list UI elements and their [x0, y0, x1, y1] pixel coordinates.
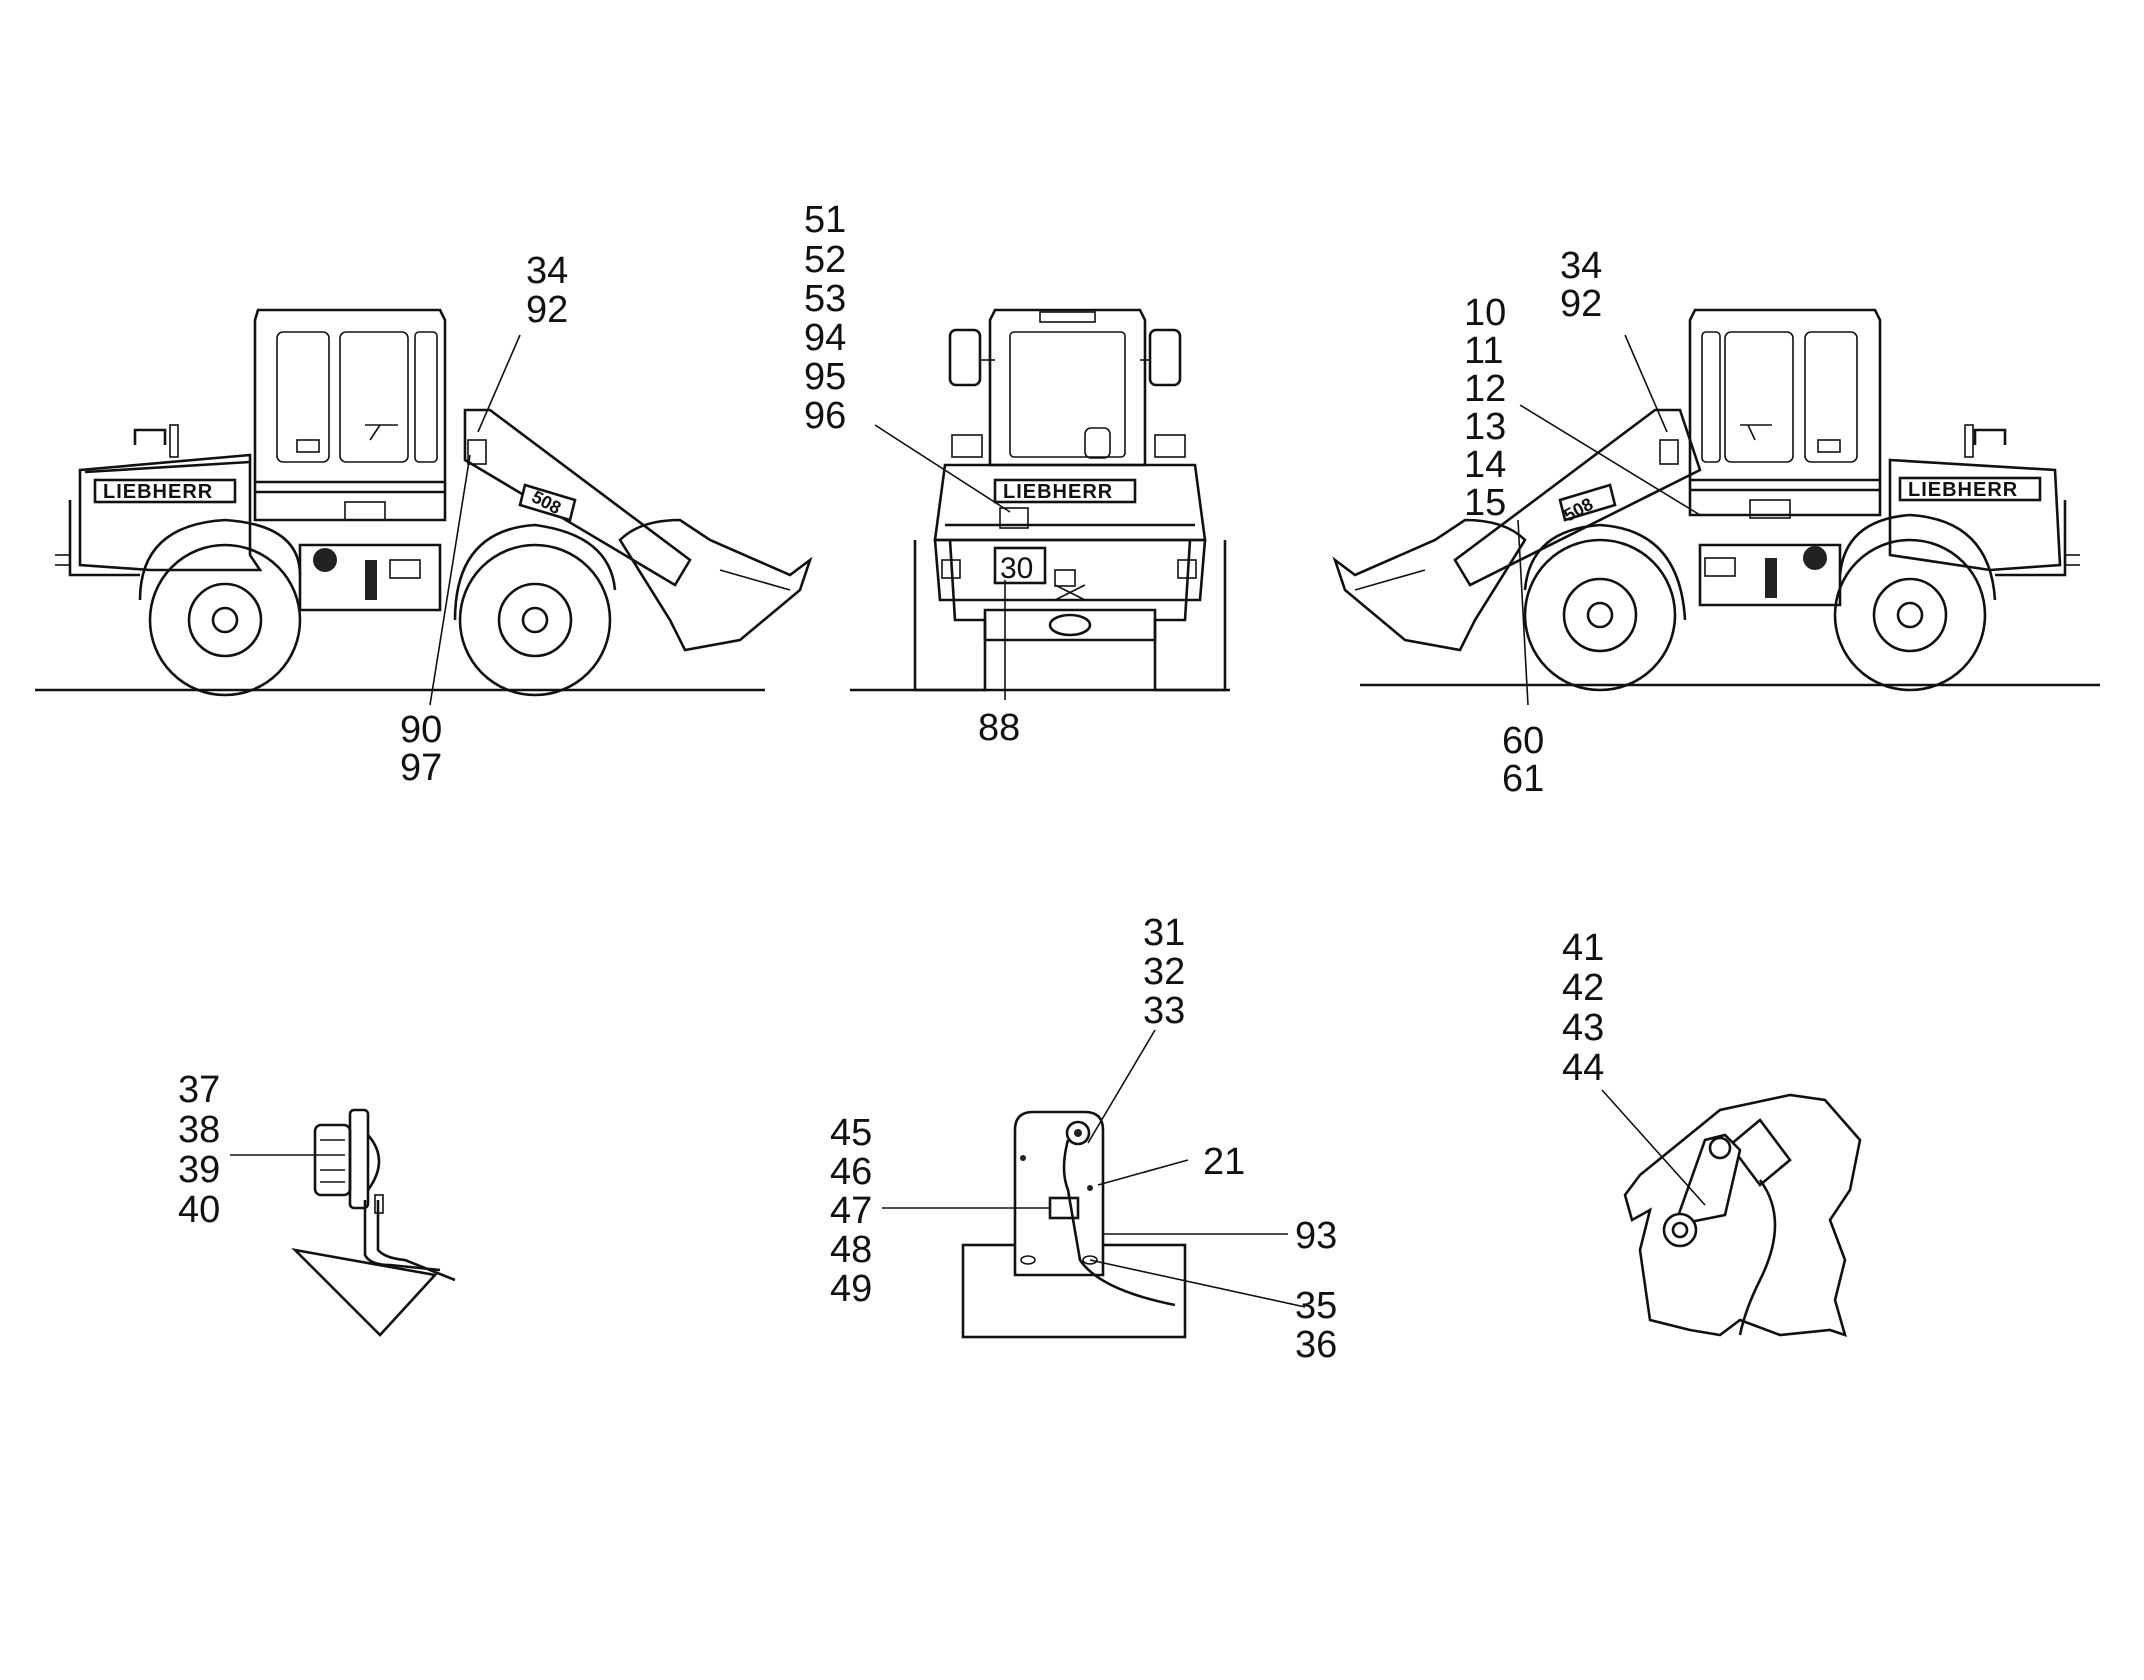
- pivot-housing: [1623, 1093, 1862, 1338]
- leader-10-15: [1519, 404, 1701, 516]
- callout-label: 95: [804, 356, 846, 398]
- callout-label: 52: [804, 239, 846, 281]
- brand-panel: [1898, 476, 2042, 502]
- callout-label: 90: [400, 709, 442, 751]
- bucket: [618, 518, 813, 652]
- loader-right-side-view: LIEBHERR 508 34 92 10 11 12: [1332, 245, 2100, 800]
- detail-lamp: 37 38 39 40: [178, 1069, 456, 1337]
- lift-arm: [1453, 408, 1702, 587]
- callout-label: 38: [178, 1109, 220, 1151]
- loader-left-side-view: LIEBHERR 508: [35, 250, 813, 789]
- mount-plate: [291, 1247, 438, 1337]
- front-wheel: [458, 543, 612, 697]
- leader-34-92: [477, 334, 521, 433]
- callout-label: 49: [830, 1268, 872, 1310]
- leader-41-44: [1601, 1089, 1706, 1206]
- leader-21: [1097, 1159, 1189, 1186]
- cab: [988, 308, 1147, 467]
- bucket: [1332, 518, 1527, 652]
- callout-label: 11: [1464, 330, 1503, 372]
- callout-label: 94: [804, 317, 846, 359]
- detail-bracket: 31 32 33 21 45 46 47 48 49 93 35 36: [830, 912, 1337, 1366]
- callout-label: 41: [1562, 927, 1604, 969]
- callout-label: 43: [1562, 1007, 1604, 1049]
- detail-pivot: 41 42 43 44: [1562, 927, 1862, 1338]
- callout-label: 93: [1295, 1215, 1337, 1257]
- leader-60-61: [1517, 519, 1529, 706]
- callout-label: 39: [178, 1149, 220, 1191]
- callout-label: 46: [830, 1151, 872, 1193]
- cab: [1688, 308, 1882, 517]
- callout-label: 45: [830, 1112, 872, 1154]
- rear-body: [1888, 458, 2062, 572]
- callout-label: 60: [1502, 720, 1544, 762]
- callout-label: 51: [804, 199, 846, 241]
- rear-wheel: [1833, 538, 1987, 692]
- leader-34-92: [1624, 334, 1668, 433]
- cab: [253, 308, 447, 522]
- bracket-plate: [1013, 1110, 1105, 1277]
- callout-label: 40: [178, 1189, 220, 1231]
- leader-31-33: [1087, 1029, 1156, 1144]
- callout-label: 15: [1464, 482, 1506, 524]
- brand-text: LIEBHERR: [1908, 479, 2018, 501]
- callout-label: 37: [178, 1069, 220, 1111]
- label-47: [1048, 1196, 1080, 1220]
- leader-90-97: [429, 454, 471, 706]
- callout-label: 44: [1562, 1047, 1604, 1089]
- callout-label: 61: [1502, 758, 1544, 800]
- callout-label: 47: [830, 1190, 872, 1232]
- callout-label: 34: [1560, 245, 1602, 287]
- callout-label: 53: [804, 278, 846, 320]
- brand-panel: [993, 478, 1137, 504]
- brand-text: LIEBHERR: [1003, 481, 1113, 503]
- lift-arm: [463, 408, 692, 587]
- callout-label: 12: [1464, 368, 1506, 410]
- callout-label: 34: [526, 250, 568, 292]
- callout-label: 48: [830, 1229, 872, 1271]
- callout-label: 96: [804, 395, 846, 437]
- callout-label: 10: [1464, 292, 1506, 334]
- callout-label: 32: [1143, 951, 1185, 993]
- callout-label: 21: [1203, 1141, 1245, 1183]
- callout-label: 13: [1464, 406, 1506, 448]
- callout-label: 92: [1560, 283, 1602, 325]
- front-wheel: [1523, 538, 1677, 692]
- callout-label: 31: [1143, 912, 1185, 954]
- plate-text: 30: [1000, 552, 1033, 585]
- brand-panel: [93, 478, 237, 504]
- callout-label: 36: [1295, 1324, 1337, 1366]
- left-tire: [913, 539, 987, 692]
- leader-35-36: [1089, 1259, 1306, 1308]
- brand-text: LIEBHERR: [103, 481, 213, 503]
- rear-body: [78, 453, 263, 572]
- loader-rear-view: LIEBHERR 30 51 52 53 94 95 96 88: [804, 199, 1230, 749]
- callout-label: 33: [1143, 990, 1185, 1032]
- rear-wheel: [148, 543, 302, 697]
- lamp-housing: [313, 1123, 352, 1197]
- right-tire: [1153, 539, 1227, 692]
- callout-label: 35: [1295, 1285, 1337, 1327]
- callout-label: 42: [1562, 967, 1604, 1009]
- callout-label: 88: [978, 707, 1020, 749]
- callout-label: 97: [400, 747, 442, 789]
- callout-label: 92: [526, 289, 568, 331]
- callout-label: 14: [1464, 444, 1506, 486]
- plate-30: [993, 546, 1047, 585]
- leader-96: [874, 424, 1011, 513]
